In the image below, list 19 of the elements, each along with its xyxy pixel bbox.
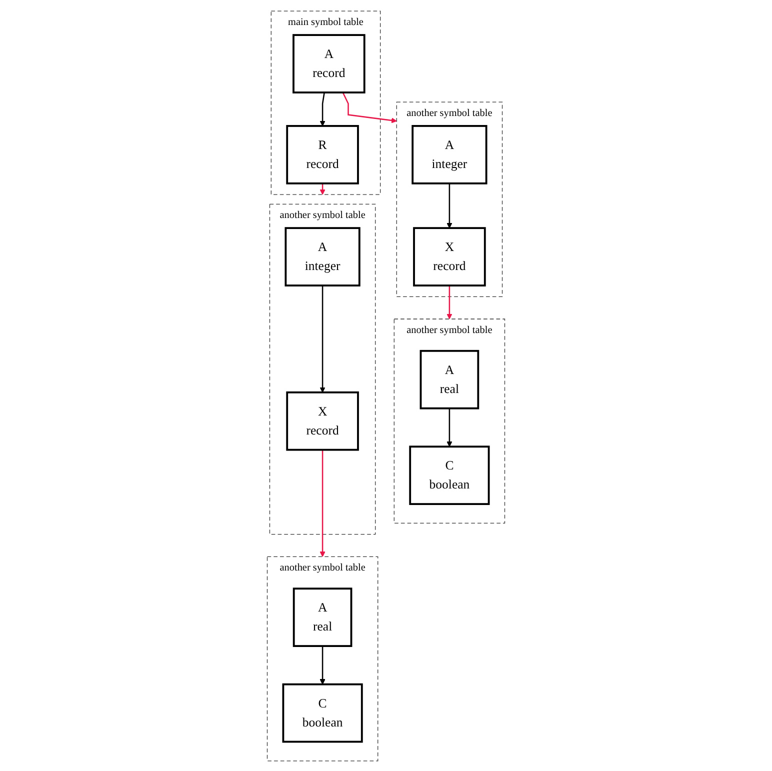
arrow	[446, 285, 452, 319]
node-box: X record	[286, 390, 359, 450]
node-box: A integer	[412, 124, 488, 184]
node-box: R record	[286, 124, 359, 184]
arrow	[446, 408, 452, 446]
node-box: A record	[292, 34, 366, 93]
arrow	[320, 285, 326, 392]
node-box: C boolean	[282, 682, 363, 742]
node-box: C boolean	[409, 445, 490, 504]
node-box: A real	[420, 349, 480, 409]
arrow	[320, 646, 326, 684]
arrow	[320, 449, 326, 556]
arrow	[342, 92, 397, 123]
arrow	[320, 92, 326, 126]
node-box: A integer	[284, 226, 360, 286]
arrow	[446, 182, 452, 228]
arrow	[320, 182, 326, 194]
node-box: A real	[292, 587, 352, 646]
node-box: X record	[413, 226, 486, 286]
